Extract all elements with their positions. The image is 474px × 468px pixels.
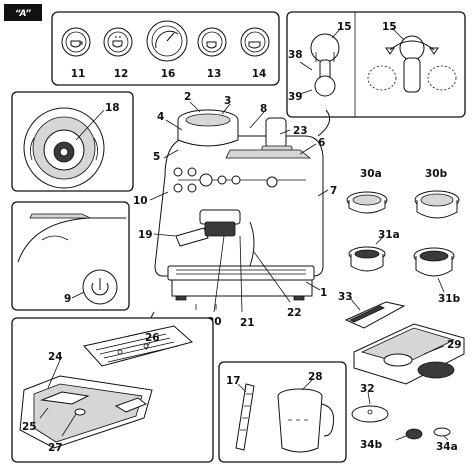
button-13 <box>197 27 227 57</box>
callout-31b: 31b <box>438 293 461 305</box>
panel-drip-tray: 26 24 25 27 <box>11 317 214 463</box>
panel-grinder: 18 <box>11 91 134 192</box>
callout-3: 3 <box>224 95 231 107</box>
panel-steam-knob: 15 15 38 39 <box>286 11 466 118</box>
callout-11: 11 <box>71 68 86 80</box>
callout-2: 2 <box>184 91 191 103</box>
callout-38: 38 <box>288 49 303 61</box>
milk-jug: 28 <box>277 371 335 453</box>
power-icon <box>91 278 109 296</box>
callout-19: 19 <box>138 229 153 241</box>
callout-12: 12 <box>114 68 129 80</box>
callout-31a: 31a <box>378 229 400 241</box>
steam-knob-front <box>310 33 340 97</box>
callout-33: 33 <box>338 291 353 303</box>
callout-25: 25 <box>22 421 37 433</box>
panel-accessories: 17 28 <box>218 361 347 463</box>
drip-tray-body: 24 25 27 <box>19 351 153 454</box>
callout-17: 17 <box>226 375 241 387</box>
machine-callouts: 2 3 8 4 5 23 6 7 10 19 20 21 22 1 <box>133 91 337 329</box>
callout-1: 1 <box>320 287 327 299</box>
callout-6: 6 <box>318 137 325 149</box>
panel-power-button: 9 <box>11 201 130 311</box>
callout-4: 4 <box>157 111 164 123</box>
callout-30b: 30b <box>425 168 448 180</box>
callout-15-front: 15 <box>337 21 352 33</box>
figure-tag: “A” <box>4 4 42 21</box>
steam-knob-rotation <box>367 35 457 93</box>
callout-26: 26 <box>145 332 160 344</box>
tamper-tool: 33 <box>338 291 406 329</box>
callout-27: 27 <box>48 442 63 454</box>
callout-7: 7 <box>330 185 337 197</box>
callout-28: 28 <box>308 371 323 383</box>
double-cup-2-icon <box>248 41 261 49</box>
callout-8: 8 <box>260 103 267 115</box>
single-cup-icon <box>70 40 83 48</box>
callout-10: 10 <box>133 195 148 207</box>
callout-30a: 30a <box>360 168 382 180</box>
callout-9: 9 <box>64 293 71 305</box>
button-12 <box>103 27 133 57</box>
figure-tag-text: “A” <box>15 9 31 19</box>
panel-control-buttons: 11 12 16 13 14 <box>51 11 280 86</box>
tamper-disc: 32 <box>351 383 389 423</box>
callout-34b: 34b <box>360 439 383 451</box>
callout-18: 18 <box>105 102 120 114</box>
callout-15-rotation: 15 <box>382 21 397 33</box>
pressure-gauge <box>146 20 188 62</box>
callout-29: 29 <box>447 339 462 351</box>
callout-24: 24 <box>48 351 63 363</box>
button-11 <box>61 27 91 57</box>
callout-34a: 34a <box>436 441 458 453</box>
callout-14: 14 <box>252 68 267 80</box>
double-cup-icon <box>112 36 123 48</box>
callout-21: 21 <box>240 317 255 329</box>
callout-13: 13 <box>207 68 222 80</box>
filter-baskets: 30a 30b 31a 31b <box>346 168 461 305</box>
callout-39: 39 <box>288 91 303 103</box>
callout-32: 32 <box>360 383 375 395</box>
callout-16: 16 <box>161 68 176 80</box>
single-cup-2-icon <box>206 41 217 49</box>
button-14 <box>240 27 270 57</box>
valve-parts: 34b 34a <box>360 427 458 453</box>
callout-22: 22 <box>287 307 302 319</box>
drip-grid: 26 <box>83 325 194 367</box>
espresso-machine <box>146 109 331 359</box>
cleaning-needle: 17 <box>226 375 255 451</box>
milk-jug-holder: 29 <box>353 323 465 385</box>
callout-23: 23 <box>293 125 308 137</box>
callout-5: 5 <box>153 151 160 163</box>
